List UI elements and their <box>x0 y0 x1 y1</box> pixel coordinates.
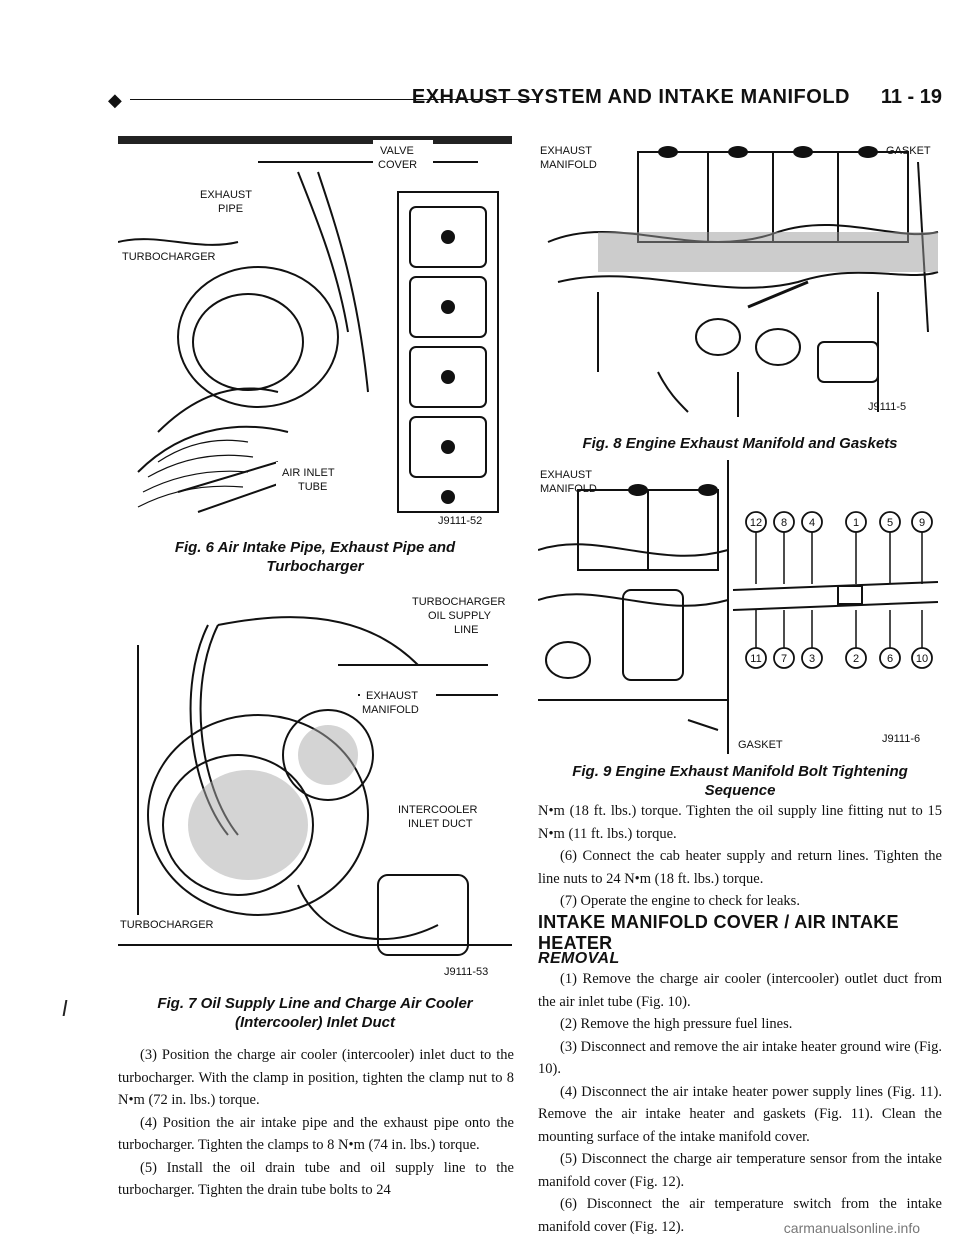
caption-line: (Intercooler) Inlet Duct <box>234 1014 395 1031</box>
bottom-bolt-number: 3 <box>809 653 815 665</box>
label-oil-supply: OIL SUPPLY <box>428 610 492 622</box>
figure-7: TURBOCHARGER OIL SUPPLY LINE EXHAUST MAN… <box>118 585 512 983</box>
figure-9: 12 8 4 1 5 9 11 7 3 2 6 10 EXHAUST MANIFOLD GASKET… <box>538 460 942 754</box>
label-manifold-8: MANIFOLD <box>540 159 597 171</box>
label-pipe: PIPE <box>218 203 243 215</box>
paragraph: (6) Connect the cab heater supply and re… <box>538 848 942 887</box>
left-column-text: (3) Position the charge air cooler (inte… <box>118 1044 514 1202</box>
label-cover: COVER <box>378 159 417 171</box>
figure-8: EXHAUST MANIFOLD GASKET J9111-5 <box>538 132 942 427</box>
figure-8-caption: Fig. 8 Engine Exhaust Manifold and Gaske… <box>538 434 942 453</box>
label-exhaust: EXHAUST <box>200 189 252 201</box>
label-manifold-7: MANIFOLD <box>362 704 419 716</box>
label-turbocharger-bottom: TURBOCHARGER <box>120 919 214 931</box>
label-air-inlet: AIR INLET <box>282 467 335 479</box>
removal-step: (6) Disconnect the air temperature switc… <box>538 1196 942 1235</box>
removal-step: (2) Remove the high pressure fuel lines. <box>560 1016 793 1032</box>
label-gasket-8: GASKET <box>886 145 931 157</box>
header-title: EXHAUST SYSTEM AND INTAKE MANIFOLD <box>411 86 850 108</box>
engine-illustration-fig6: VALVE COVER EXHAUST PIPE TURBOCHARGER AI… <box>118 132 512 530</box>
label-manifold-9: MANIFOLD <box>540 483 597 495</box>
top-bolt-number: 5 <box>887 517 893 529</box>
label-intercooler: INTERCOOLER <box>398 804 478 816</box>
caption-line: Fig. 7 Oil Supply Line and Charge Air Co… <box>157 995 473 1012</box>
label-tube: TUBE <box>298 481 327 493</box>
paragraph: (5) Install the oil drain tube and oil s… <box>118 1159 514 1199</box>
right-column-text: N•m (18 ft. lbs.) torque. Tighten the oi… <box>538 800 942 913</box>
label-line: LINE <box>454 624 478 636</box>
figure-6: VALVE COVER EXHAUST PIPE TURBOCHARGER AI… <box>118 132 512 530</box>
bottom-bolt-number: 7 <box>781 653 787 665</box>
figure-6-caption: Fig. 6 Air Intake Pipe, Exhaust Pipe and… <box>118 538 512 576</box>
margin-mark <box>62 1000 68 1016</box>
top-bolt-number: 8 <box>781 517 787 529</box>
label-figure-code: J9111-52 <box>438 515 482 527</box>
label-turbocharger: TURBOCHARGER <box>122 251 216 263</box>
top-bolt-number: 12 <box>750 517 762 529</box>
label-gasket-9: GASKET <box>738 739 783 751</box>
top-bolt-number: 4 <box>809 517 815 529</box>
paragraph: (4) Position the air intake pipe and the… <box>118 1114 514 1154</box>
caption-line: Sequence <box>704 782 776 799</box>
figure-9-caption: Fig. 9 Engine Exhaust Manifold Bolt Tigh… <box>538 762 942 800</box>
removal-step: (4) Disconnect the air intake heater pow… <box>538 1083 942 1145</box>
bolt-sequence-top: 12 8 4 1 5 9 <box>745 511 933 584</box>
label-turbocharger-top: TURBOCHARGER <box>412 596 506 608</box>
figure-7-caption: Fig. 7 Oil Supply Line and Charge Air Co… <box>118 994 512 1032</box>
paragraph: (3) Position the charge air cooler (inte… <box>118 1047 514 1108</box>
bottom-bolt-number: 10 <box>916 653 928 665</box>
caption-line: Fig. 9 Engine Exhaust Manifold Bolt Tigh… <box>572 763 908 780</box>
paragraph: (7) Operate the engine to check for leak… <box>560 893 800 909</box>
removal-step: (5) Disconnect the charge air temperatur… <box>538 1151 942 1190</box>
header-rule <box>130 99 537 100</box>
subsection-title: REMOVAL <box>538 950 620 967</box>
bottom-bolt-number: 11 <box>750 653 761 665</box>
label-figure-code-8: J9111-5 <box>868 401 906 413</box>
label-inlet-duct: INLET DUCT <box>408 818 473 830</box>
bolt-sequence-illustration: 12 8 4 1 5 9 11 7 3 2 6 10 EXHAUST MANIFOLD GASKET… <box>538 460 942 754</box>
top-bolt-number: 9 <box>919 517 925 529</box>
label-figure-code-9: J9111-6 <box>882 733 920 745</box>
label-exhaust-8: EXHAUST <box>540 145 592 157</box>
section-title: INTAKE MANIFOLD COVER / AIR INTAKE HEATE… <box>538 912 899 953</box>
diamond-icon: ◆ <box>108 90 122 111</box>
page-number: 11 - 19 <box>880 86 942 108</box>
caption-line: Turbocharger <box>266 558 364 575</box>
label-exhaust-7: EXHAUST <box>366 690 418 702</box>
exhaust-manifold-illustration: EXHAUST MANIFOLD GASKET J9111-5 <box>538 132 942 427</box>
engine-illustration-fig7: TURBOCHARGER OIL SUPPLY LINE EXHAUST MAN… <box>118 585 512 983</box>
caption-line: Fig. 8 Engine Exhaust Manifold and Gaske… <box>582 435 898 452</box>
label-exhaust-9: EXHAUST <box>540 469 592 481</box>
removal-step: (1) Remove the charge air cooler (interc… <box>538 971 942 1010</box>
removal-step: (3) Disconnect and remove the air intake… <box>538 1038 942 1078</box>
caption-line: Fig. 6 Air Intake Pipe, Exhaust Pipe and <box>174 539 456 556</box>
removal-steps: (1) Remove the charge air cooler (interc… <box>538 968 942 1238</box>
bottom-bolt-number: 6 <box>887 653 893 665</box>
label-valve: VALVE <box>380 145 414 157</box>
bottom-bolt-number: 2 <box>853 653 859 665</box>
label-figure-code-7: J9111-53 <box>444 966 488 978</box>
paragraph: N•m (18 ft. lbs.) torque. Tighten the oi… <box>538 803 942 842</box>
page-header: ◆ EXHAUST SYSTEM AND INTAKE MANIFOLD 11 … <box>108 86 942 116</box>
bolt-sequence-bottom: 11 7 3 2 6 10 <box>745 610 933 669</box>
footer-watermark: carmanualsonline.info <box>783 1220 920 1236</box>
top-bolt-number: 1 <box>853 517 859 529</box>
